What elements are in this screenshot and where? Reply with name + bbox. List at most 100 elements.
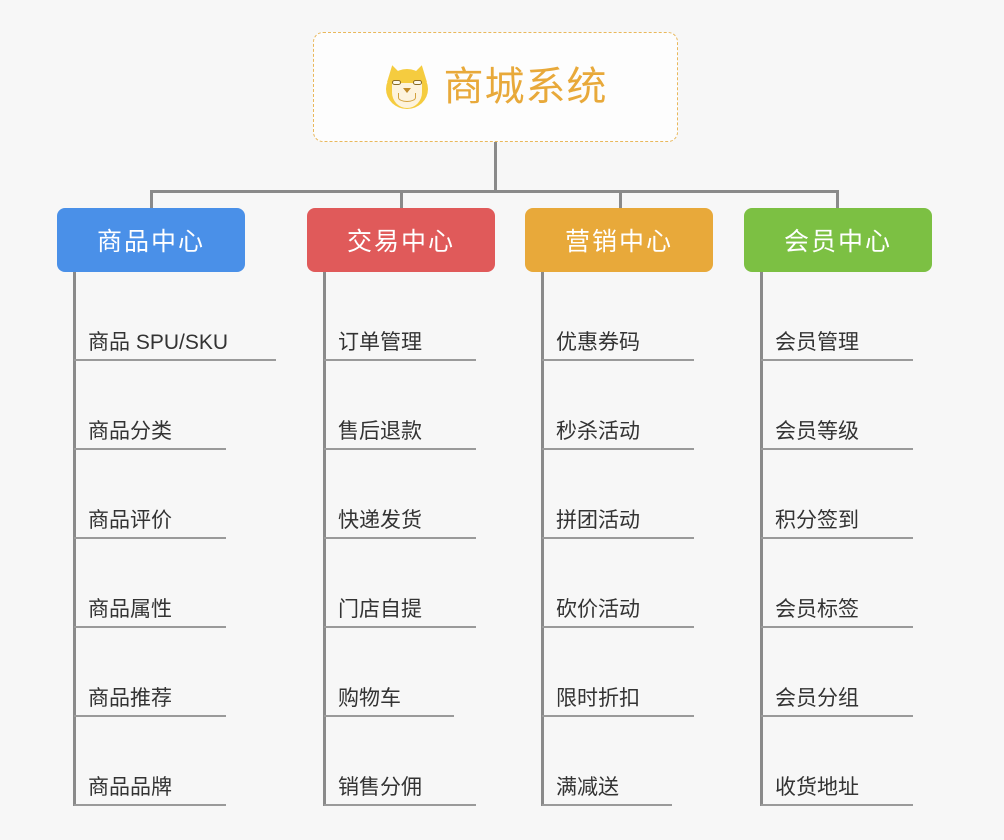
branch-label: 交易中心 [346, 228, 455, 256]
leaf-item[interactable]: 商品 SPU/SKU [57, 272, 276, 361]
leaf-label: 秒杀活动 [556, 419, 640, 443]
leaf-underline [542, 537, 694, 539]
leaf-underline [74, 448, 226, 450]
branch-商品中心: 商品中心 商品 SPU/SKU 商品分类 商品评价 商品属性 商品推荐 [57, 208, 276, 806]
leaf-underline [324, 359, 476, 361]
leaf-label: 门店自提 [338, 597, 422, 621]
leaf-underline [761, 448, 913, 450]
leaf-label: 购物车 [338, 686, 401, 710]
leaf-item[interactable]: 商品品牌 [57, 717, 245, 806]
leaf-item[interactable]: 会员标签 [744, 539, 932, 628]
branch-drop-line-4 [836, 190, 839, 210]
branch-label: 营销中心 [564, 228, 673, 256]
branch-drop-line-2 [400, 190, 403, 210]
leaf-item[interactable]: 砍价活动 [525, 539, 713, 628]
leaf-list-2: 优惠券码 秒杀活动 拼团活动 砍价活动 限时折扣 满减送 [525, 272, 713, 806]
branch-stem-2 [541, 272, 544, 806]
branch-drop-line-3 [619, 190, 622, 210]
branch-label: 会员中心 [783, 228, 892, 256]
branch-header-3[interactable]: 会员中心 [744, 208, 932, 272]
leaf-label: 优惠券码 [556, 330, 640, 354]
leaf-item[interactable]: 收货地址 [744, 717, 932, 806]
leaf-label: 商品推荐 [88, 686, 172, 710]
leaf-item[interactable]: 商品评价 [57, 450, 245, 539]
leaf-label: 拼团活动 [556, 508, 640, 532]
branch-stem-1 [323, 272, 326, 806]
leaf-underline [74, 626, 226, 628]
leaf-underline [324, 626, 476, 628]
leaf-label: 会员管理 [775, 330, 859, 354]
leaf-label: 会员分组 [775, 686, 859, 710]
leaf-underline [761, 715, 913, 717]
leaf-underline [74, 537, 226, 539]
root-node[interactable]: 商城系统 [313, 32, 678, 142]
leaf-item[interactable]: 会员等级 [744, 361, 932, 450]
branch-stem-0 [73, 272, 76, 806]
leaf-item[interactable]: 限时折扣 [525, 628, 713, 717]
leaf-label: 会员标签 [775, 597, 859, 621]
leaf-item[interactable]: 优惠券码 [525, 272, 713, 361]
leaf-list-0: 商品 SPU/SKU 商品分类 商品评价 商品属性 商品推荐 商品品牌 [57, 272, 276, 806]
leaf-item[interactable]: 订单管理 [307, 272, 495, 361]
leaf-underline [761, 804, 913, 806]
root-stem-line [494, 142, 497, 192]
leaf-item[interactable]: 商品属性 [57, 539, 245, 628]
leaf-label: 会员等级 [775, 419, 859, 443]
leaf-item[interactable]: 售后退款 [307, 361, 495, 450]
leaf-label: 商品评价 [88, 508, 172, 532]
branch-drop-line-1 [150, 190, 153, 210]
leaf-item[interactable]: 会员管理 [744, 272, 932, 361]
leaf-underline [761, 537, 913, 539]
leaf-underline [761, 626, 913, 628]
branch-header-2[interactable]: 营销中心 [525, 208, 713, 272]
leaf-label: 商品 SPU/SKU [88, 330, 229, 354]
leaf-underline [74, 359, 276, 361]
branch-会员中心: 会员中心 会员管理 会员等级 积分签到 会员标签 会员分组 [744, 208, 932, 806]
leaf-item[interactable]: 商品分类 [57, 361, 245, 450]
branch-header-0[interactable]: 商品中心 [57, 208, 245, 272]
leaf-item[interactable]: 快递发货 [307, 450, 495, 539]
leaf-underline [324, 537, 476, 539]
leaf-label: 快递发货 [338, 508, 422, 532]
leaf-item[interactable]: 秒杀活动 [525, 361, 713, 450]
leaf-label: 商品分类 [88, 419, 172, 443]
leaf-item[interactable]: 门店自提 [307, 539, 495, 628]
root-title: 商城系统 [443, 65, 608, 109]
leaf-label: 满减送 [556, 775, 619, 799]
leaf-label: 商品属性 [88, 597, 172, 621]
leaf-underline [542, 359, 694, 361]
leaf-label: 销售分佣 [338, 775, 422, 799]
leaf-underline [324, 715, 454, 717]
leaf-item[interactable]: 满减送 [525, 717, 713, 806]
branch-营销中心: 营销中心 优惠券码 秒杀活动 拼团活动 砍价活动 限时折扣 [525, 208, 713, 806]
leaf-underline [542, 448, 694, 450]
leaf-label: 商品品牌 [88, 775, 172, 799]
leaf-underline [761, 359, 913, 361]
leaf-label: 限时折扣 [556, 686, 640, 710]
leaf-underline [542, 804, 672, 806]
shiba-dog-face-icon [382, 63, 431, 110]
branch-bus-line [150, 190, 838, 193]
leaf-label: 收货地址 [775, 775, 859, 799]
leaf-item[interactable]: 销售分佣 [307, 717, 495, 806]
leaf-underline [324, 448, 476, 450]
leaf-item[interactable]: 购物车 [307, 628, 495, 717]
leaf-label: 积分签到 [775, 508, 859, 532]
branch-交易中心: 交易中心 订单管理 售后退款 快递发货 门店自提 购物车 [307, 208, 495, 806]
leaf-underline [74, 715, 226, 717]
branch-header-1[interactable]: 交易中心 [307, 208, 495, 272]
leaf-underline [542, 626, 694, 628]
leaf-underline [74, 804, 226, 806]
leaf-item[interactable]: 会员分组 [744, 628, 932, 717]
leaf-list-1: 订单管理 售后退款 快递发货 门店自提 购物车 销售分佣 [307, 272, 495, 806]
leaf-underline [324, 804, 476, 806]
leaf-label: 订单管理 [338, 330, 422, 354]
branch-stem-3 [760, 272, 763, 806]
leaf-item[interactable]: 商品推荐 [57, 628, 245, 717]
leaf-label: 砍价活动 [556, 597, 640, 621]
leaf-item[interactable]: 拼团活动 [525, 450, 713, 539]
leaf-underline [542, 715, 694, 717]
leaf-list-3: 会员管理 会员等级 积分签到 会员标签 会员分组 收货地址 [744, 272, 932, 806]
leaf-item[interactable]: 积分签到 [744, 450, 932, 539]
